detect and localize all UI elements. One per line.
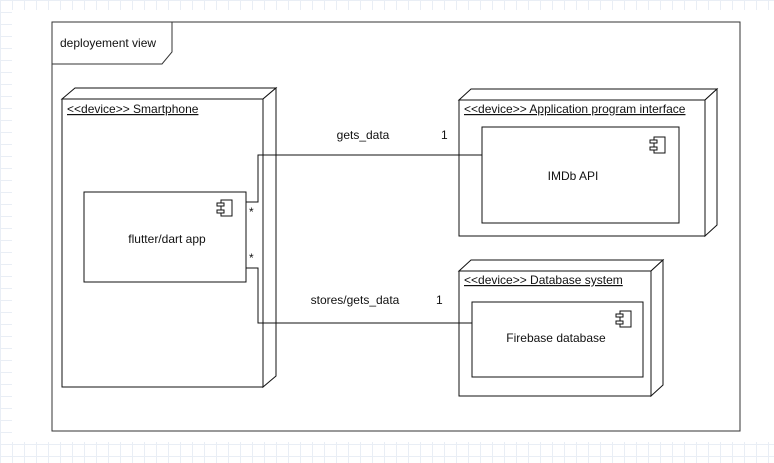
multiplicity-source-gets-data: * (249, 205, 254, 219)
component-imdb[interactable]: IMDb API (481, 126, 680, 224)
frame: deployement view (51, 21, 741, 432)
connector-label-stores-gets-data: stores/gets_data (311, 293, 400, 307)
node-title-database: <<device>> Database system (464, 273, 623, 287)
node-title-api: <<device>> Application program interface (464, 102, 686, 116)
component-name-firebase: Firebase database (506, 331, 606, 345)
frame-title: deployement view (60, 36, 156, 50)
connector-gets-data[interactable]: gets_data * 1 (246, 128, 482, 219)
component-name-app: flutter/dart app (128, 232, 206, 246)
component-app[interactable]: flutter/dart app (83, 191, 247, 283)
node-title-smartphone: <<device>> Smartphone (67, 102, 199, 116)
component-name-imdb: IMDb API (548, 169, 599, 183)
multiplicity-target-gets-data: 1 (441, 128, 448, 142)
component-firebase[interactable]: Firebase database (471, 301, 644, 378)
multiplicity-target-stores-gets-data: 1 (436, 293, 443, 307)
connector-stores-gets-data[interactable]: stores/gets_data * 1 (246, 251, 472, 324)
multiplicity-source-stores-gets-data: * (249, 251, 254, 265)
connector-label-gets-data: gets_data (337, 128, 390, 142)
